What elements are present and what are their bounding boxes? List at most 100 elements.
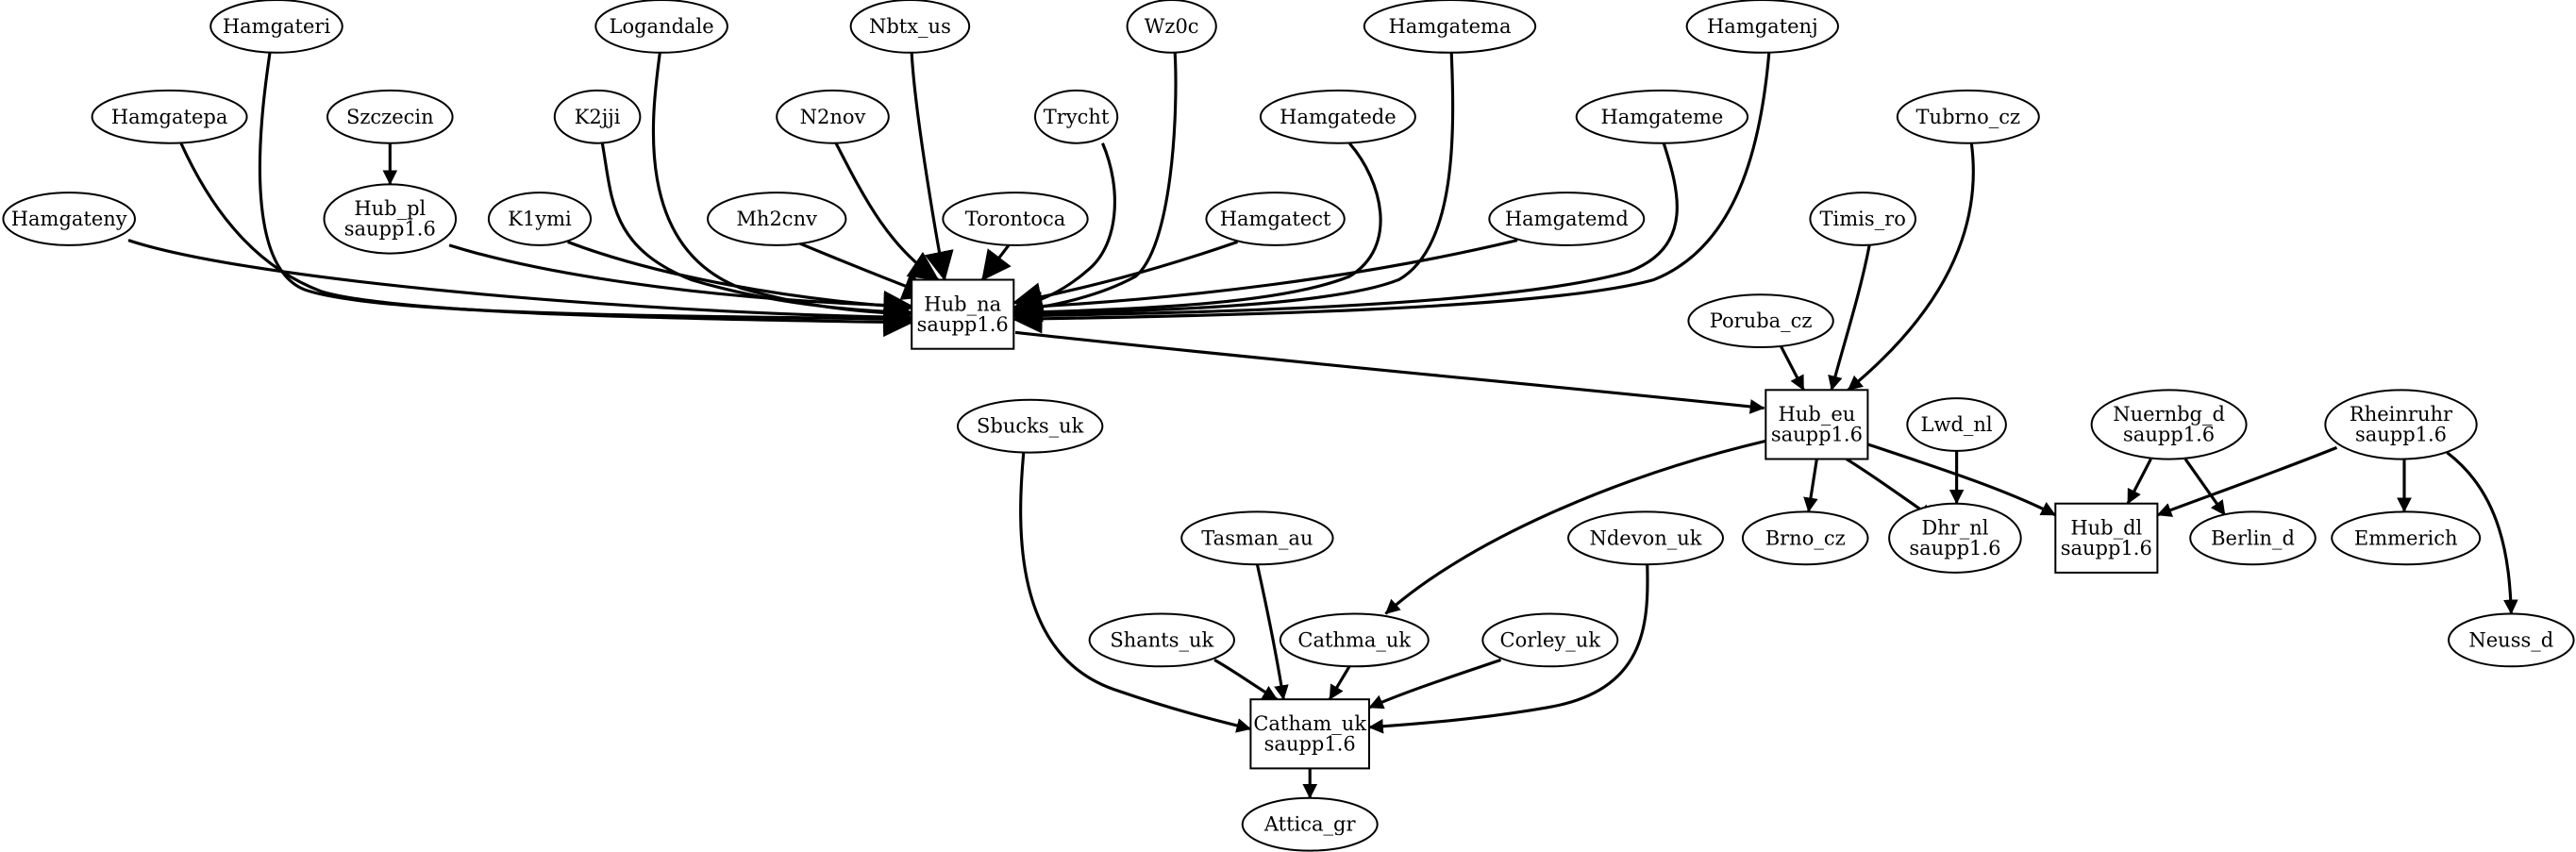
node-box-shape — [911, 278, 1015, 350]
node-ellipse-shape — [2090, 389, 2248, 460]
edge-shants-uk-to-catham-uk — [1213, 658, 1279, 701]
edge-nuernbg-d-to-hub-dl — [2126, 458, 2152, 505]
edge-rheinruhr-to-hub-dl — [2156, 445, 2338, 517]
node-label: Catham_uk — [1253, 712, 1366, 735]
edge-n2nov-to-hub-na — [834, 142, 940, 281]
node-attica-gr: Attica_gr — [1241, 796, 1379, 852]
node-ellipse-shape — [1575, 89, 1749, 144]
node-label: Ndevon_uk — [1589, 526, 1701, 549]
edge-hamgatede-to-hub-na — [1012, 142, 1382, 327]
edge-hamgatema-to-hub-na — [1012, 52, 1455, 329]
node-label: Hamgatede — [1280, 106, 1396, 128]
node-ellipse-shape — [326, 89, 454, 144]
node-k2jji: K2jji — [553, 89, 642, 144]
node-label: Tubrno_cz — [1916, 106, 2021, 128]
edge-k2jji-to-hub-na — [600, 142, 913, 327]
node-timis-ro: Timis_ro — [1809, 192, 1916, 246]
node-ellipse-shape — [594, 0, 728, 54]
node-cathma-uk: Cathma_uk — [1279, 612, 1430, 668]
node-ellipse-shape — [1279, 612, 1430, 668]
node-label: Cathma_uk — [1297, 628, 1411, 651]
node-label: Hamgatema — [1388, 15, 1511, 38]
node-label: Torontoca — [965, 208, 1066, 230]
node-label: Brno_cz — [1765, 526, 1846, 549]
node-wz0c: Wz0c — [1126, 0, 1217, 54]
node-label: Berlin_d — [2211, 526, 2295, 549]
node-hamgateri: Hamgateri — [209, 0, 343, 54]
node-box-shape — [1765, 389, 1869, 460]
node-ellipse-shape — [209, 0, 343, 54]
node-ellipse-shape — [2331, 510, 2482, 566]
node-ellipse-shape — [1481, 612, 1619, 668]
node-label: Hub_pl — [354, 197, 426, 220]
node-k1ymi: K1ymi — [487, 192, 593, 246]
node-ellipse-shape — [1034, 89, 1119, 144]
node-label: Szczecin — [346, 106, 434, 128]
edge-poruba-cz-to-hub-eu — [1779, 344, 1805, 392]
node-mh2cnv: Mh2cnv — [707, 192, 847, 246]
node-label: K2jji — [575, 106, 621, 128]
node-label: Nuernbg_d — [2113, 403, 2225, 426]
node-sublabel: saupp1.6 — [2355, 424, 2447, 446]
edge-hamgatepa-to-hub-na — [179, 142, 913, 338]
node-label: Nbtx_us — [869, 15, 951, 38]
node-sublabel: saupp1.6 — [1264, 733, 1356, 756]
edge-hub-eu-to-cathma-uk — [1384, 439, 1766, 615]
node-hamgatect: Hamgatect — [1205, 192, 1346, 246]
node-ndevon-uk: Ndevon_uk — [1567, 510, 1724, 566]
node-label: Dhr_nl — [1921, 517, 1988, 540]
node-label: N2nov — [800, 106, 866, 128]
node-ellipse-shape — [849, 0, 971, 54]
node-sublabel: saupp1.6 — [2061, 537, 2152, 560]
node-label: Hub_dl — [2070, 517, 2142, 540]
node-ellipse-shape — [2448, 612, 2575, 668]
node-tasman-au: Tasman_au — [1180, 510, 1334, 566]
node-ellipse-shape — [1567, 510, 1724, 566]
node-label: Tasman_au — [1201, 526, 1313, 549]
edge-torontoca-to-hub-na — [980, 243, 1012, 281]
node-hamgatemd: Hamgatemd — [1488, 192, 1646, 246]
edge-hamgatenj-to-hub-na — [1012, 52, 1771, 334]
node-corley-uk: Corley_uk — [1481, 612, 1619, 668]
node-box-shape — [2054, 502, 2159, 574]
node-label: Trycht — [1044, 106, 1110, 128]
node-hamgatepa: Hamgatepa — [91, 89, 248, 144]
node-hamgatema: Hamgatema — [1363, 0, 1537, 54]
node-ellipse-shape — [91, 89, 248, 144]
node-label: Wz0c — [1145, 15, 1199, 38]
node-shants-uk: Shants_uk — [1088, 612, 1236, 668]
edge-wz0c-to-hub-na — [1012, 52, 1178, 323]
node-sublabel: saupp1.6 — [1771, 424, 1863, 446]
node-ellipse-shape — [1741, 510, 1869, 566]
edge-hub-eu-to-hub-dl — [1866, 443, 2056, 517]
node-ellipse-shape — [1241, 796, 1379, 852]
node-hamgatede: Hamgatede — [1259, 89, 1416, 144]
node-label: Hamgateny — [11, 208, 127, 230]
node-sbucks-uk: Sbucks_uk — [956, 398, 1104, 454]
edge-hub-na-to-hub-eu — [1014, 330, 1765, 414]
node-torontoca: Torontoca — [942, 192, 1089, 246]
node-ellipse-shape — [1180, 510, 1334, 566]
node-tubrno-cz: Tubrno_cz — [1896, 89, 2040, 144]
node-label: Shants_uk — [1110, 628, 1213, 651]
node-label: Hamgatepa — [111, 106, 228, 128]
node-label: Timis_ro — [1820, 208, 1906, 230]
node-ellipse-shape — [1259, 89, 1416, 144]
node-ellipse-shape — [1205, 192, 1346, 246]
node-ellipse-shape — [2, 192, 136, 246]
node-ellipse-shape — [1906, 397, 2007, 452]
node-ellipse-shape — [2189, 510, 2317, 566]
edge-hub-eu-to-brno-cz — [1803, 459, 1818, 513]
node-ellipse-shape — [1888, 502, 2022, 574]
node-ellipse-shape — [2324, 389, 2478, 460]
edge-sbucks-uk-to-catham-uk — [1019, 452, 1252, 733]
node-logandale: Logandale — [594, 0, 728, 54]
edge-hamgateny-to-hub-na — [127, 239, 913, 332]
